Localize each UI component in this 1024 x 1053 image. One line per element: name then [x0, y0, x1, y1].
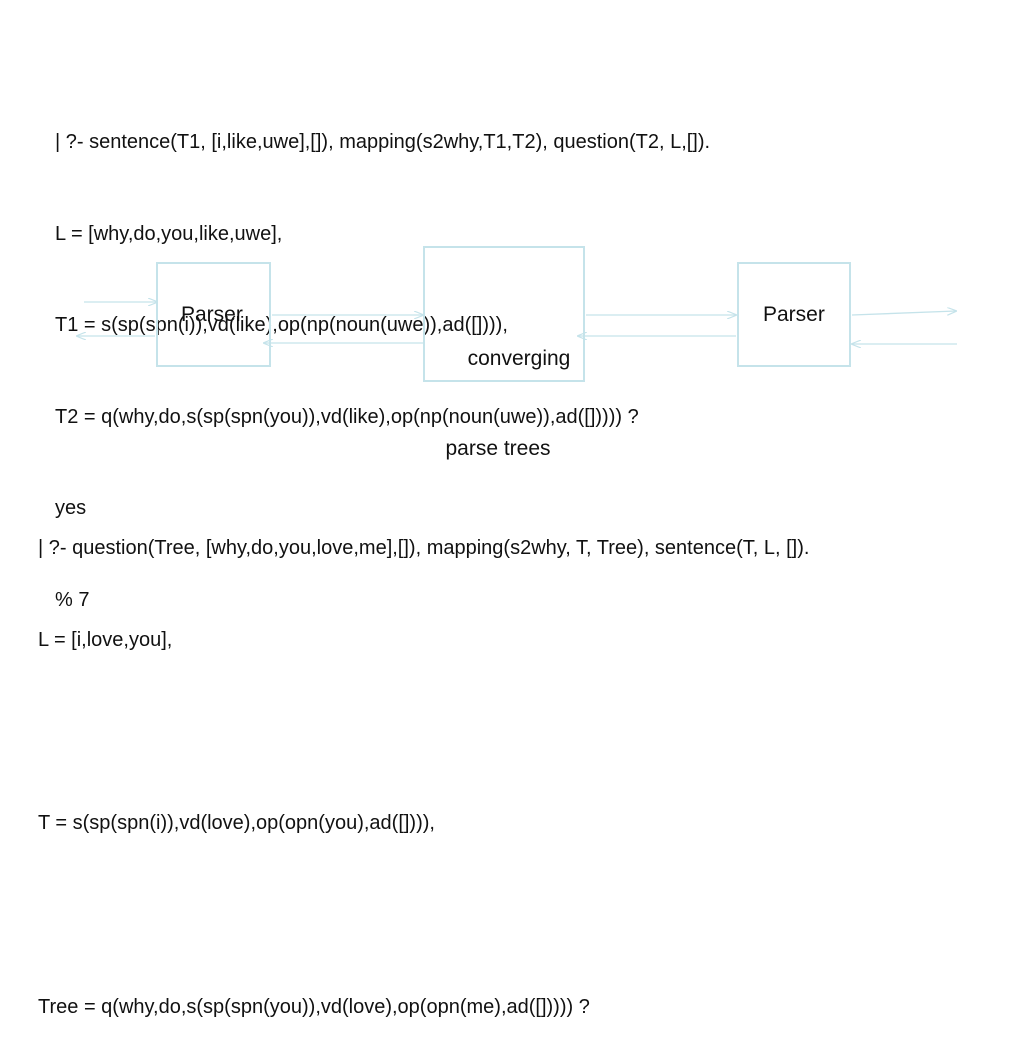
bottom-query-line: | ?- question(Tree, [why,do,you,love,me]… [38, 537, 810, 559]
left-parser-box [156, 262, 271, 367]
center-box-label-line2: parse trees [445, 437, 551, 460]
blank-line [38, 716, 809, 747]
top-result-t2: T2 = q(why,do,s(sp(spn(you)),vd(like),op… [55, 405, 639, 428]
top-query-block: | ?- sentence(T1, [i,like,uwe],[]), mapp… [55, 66, 710, 646]
center-box [423, 246, 585, 382]
parser-diagram [0, 246, 1024, 382]
center-box-label-line1: converging [467, 347, 571, 370]
bottom-result-t: T = s(sp(spn(i)),vd(love),op(opn(you),ad… [38, 812, 435, 834]
blank-line [38, 900, 809, 931]
right-parser-label: Parser [763, 303, 825, 326]
top-result-prompt: % 7 [55, 588, 90, 611]
center-box-label: converging parse trees [424, 284, 584, 494]
top-result-t1: T1 = s(sp(spn(i)),vd(like),op(np(noun(uw… [55, 314, 508, 336]
left-parser-label: Parser [181, 303, 243, 326]
right-parser-box [737, 262, 851, 367]
top-query-line: | ?- sentence(T1, [i,like,uwe],[]), mapp… [55, 131, 711, 153]
output-arrow-right [851, 311, 956, 316]
top-result-l: L = [why,do,you,like,uwe], [55, 222, 283, 245]
top-result-yes: yes [55, 497, 87, 519]
bottom-query-block: | ?- question(Tree, [why,do,you,love,me]… [38, 472, 809, 1053]
bottom-result-tree: Tree = q(why,do,s(sp(spn(you)),vd(love),… [38, 995, 590, 1018]
bottom-result-l: L = [i,love,you], [38, 628, 173, 651]
